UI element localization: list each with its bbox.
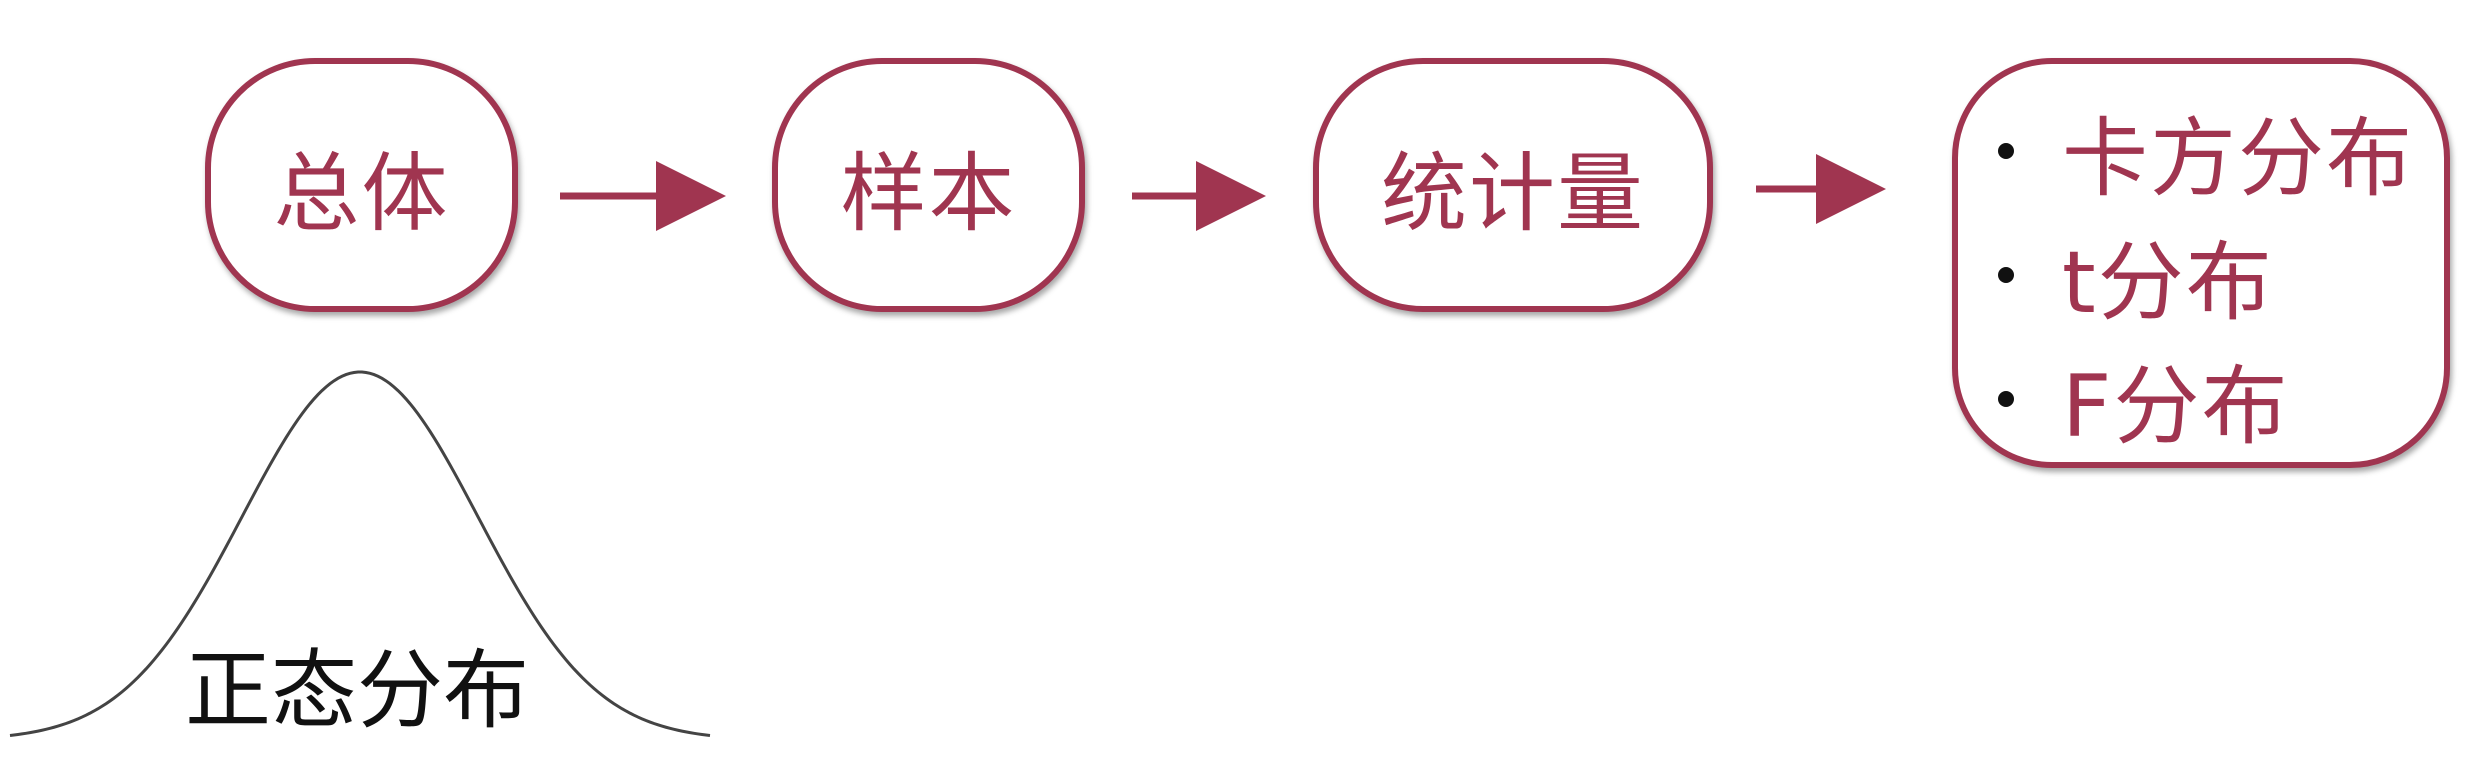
distribution-item-t: t分布 xyxy=(1958,212,2274,337)
sample-node: 样本 xyxy=(772,58,1085,312)
bullet-icon xyxy=(1998,266,2014,283)
distribution-item-f: F分布 xyxy=(1958,336,2289,461)
distribution-label: F分布 xyxy=(2062,357,2290,457)
distribution-item-chi-square: 卡方分布 xyxy=(1958,88,2414,213)
population-label: 总体 xyxy=(273,143,450,244)
bullet-icon xyxy=(1998,142,2014,159)
distribution-label: t分布 xyxy=(2062,233,2274,333)
normal-distribution-label: 正态分布 xyxy=(185,641,529,741)
population-node: 总体 xyxy=(205,58,518,312)
bullet-icon xyxy=(1998,390,2014,407)
distributions-node: 卡方分布 t分布 F分布 xyxy=(1952,58,2450,468)
statistic-label: 统计量 xyxy=(1381,143,1645,244)
sample-label: 样本 xyxy=(840,143,1017,244)
statistic-node: 统计量 xyxy=(1313,58,1713,312)
distribution-label: 卡方分布 xyxy=(2062,109,2414,209)
